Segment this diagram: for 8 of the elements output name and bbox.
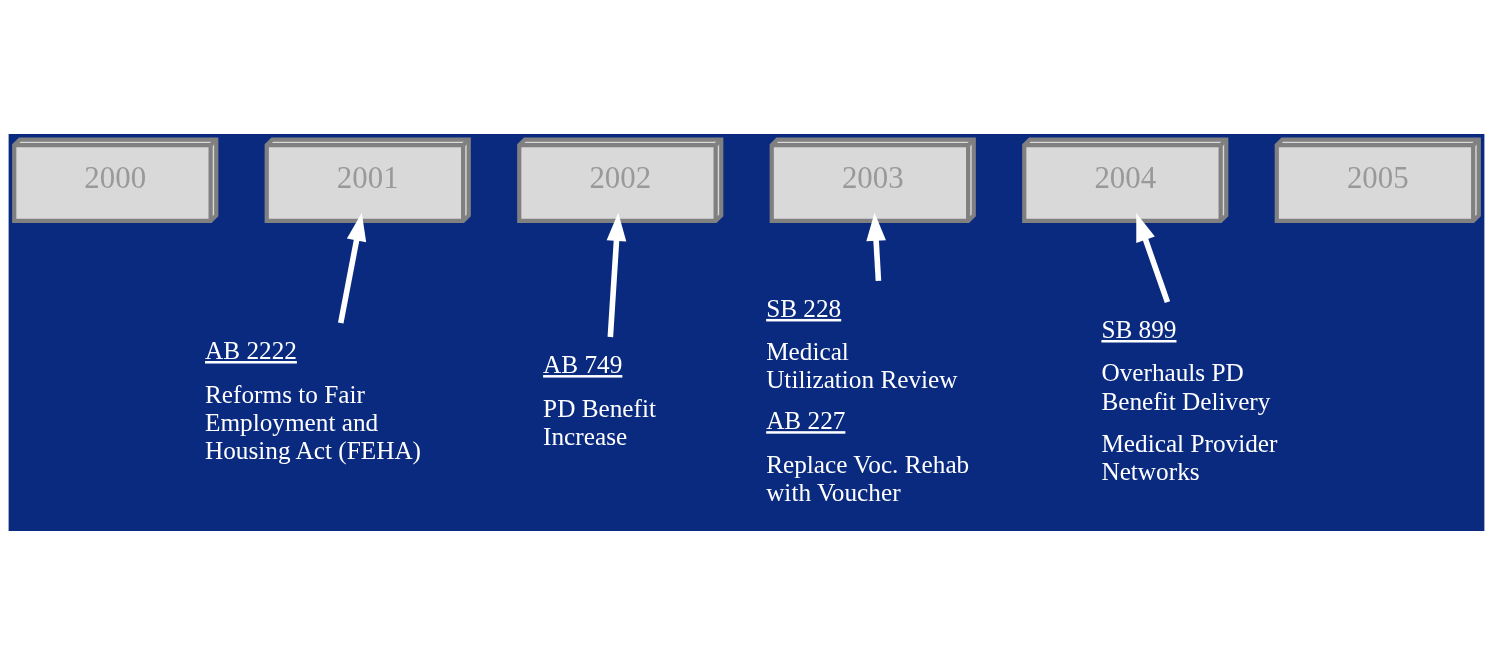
node-text: SB 228 Medical Utilization Review AB 227 Replace Voc. Rehab with Voucher [766,293,970,506]
arrow [337,212,367,324]
arrow [606,212,627,338]
arrow [866,212,886,282]
arrow [1136,213,1171,304]
node-text: AB 2222 Reforms to Fair Employment and Housing Act (FEHA) [205,336,422,464]
node-text: AB 749 PD Benefit Increase [543,350,657,450]
node-text: SB 899 Overhauls PD Benefit Delivery Medical Provider Networks [1101,314,1278,485]
